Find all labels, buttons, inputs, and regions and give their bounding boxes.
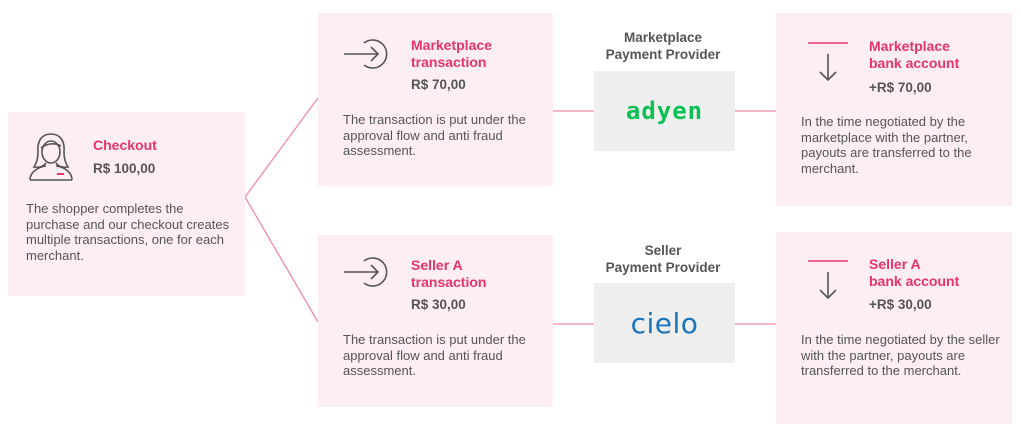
seller-bank-card: Seller A bank account +R$ 30,00 In the t… (776, 232, 1012, 424)
marketplace-bank-card: Marketplace bank account +R$ 70,00 In th… (776, 13, 1012, 206)
seller-transaction-card: Seller A transaction R$ 30,00 The transa… (318, 235, 553, 407)
checkout-card: Checkout R$ 100,00 The shopper completes… (8, 112, 245, 296)
connector-checkout-to-marketplace (244, 97, 319, 198)
seller-provider-label: Seller Payment Provider (605, 243, 721, 275)
checkout-description: The shopper completes the purchase and o… (26, 201, 230, 263)
marketplace-bank-title: Marketplace bank account (869, 38, 960, 71)
checkout-amount: R$ 100,00 (93, 161, 156, 176)
shopper-icon (29, 133, 73, 181)
checkout-title: Checkout (93, 137, 157, 153)
arrow-into-circle-icon (344, 39, 388, 69)
seller-transaction-title: Seller A transaction (411, 257, 487, 290)
arrow-into-circle-icon (344, 257, 388, 287)
seller-transaction-description: The transaction is put under the approva… (343, 332, 526, 378)
marketplace-transaction-card: Marketplace transaction R$ 70,00 The tra… (318, 13, 553, 186)
marketplace-transaction-amount: R$ 70,00 (411, 77, 466, 92)
marketplace-transaction-description: The transaction is put under the approva… (343, 112, 526, 158)
marketplace-bank-description: In the time negotiated by the marketplac… (801, 114, 972, 176)
marketplace-transaction-title: Marketplace transaction (411, 37, 492, 70)
adyen-logo-box: adyen (594, 71, 735, 151)
marketplace-bank-amount: +R$ 70,00 (869, 80, 932, 95)
adyen-logo: adyen (625, 97, 704, 125)
arrow-down-to-line-icon (808, 260, 848, 300)
seller-bank-description: In the time negotiated by the seller wit… (801, 332, 1000, 378)
seller-transaction-amount: R$ 30,00 (411, 297, 466, 312)
connector-checkout-to-seller (244, 196, 319, 323)
cielo-logo: cielo (630, 306, 699, 340)
arrow-down-to-line-icon (808, 42, 848, 82)
seller-bank-title: Seller A bank account (869, 256, 960, 289)
cielo-logo-box: cielo (594, 283, 735, 363)
marketplace-provider-label: Marketplace Payment Provider (605, 30, 721, 62)
seller-bank-amount: +R$ 30,00 (869, 297, 932, 312)
